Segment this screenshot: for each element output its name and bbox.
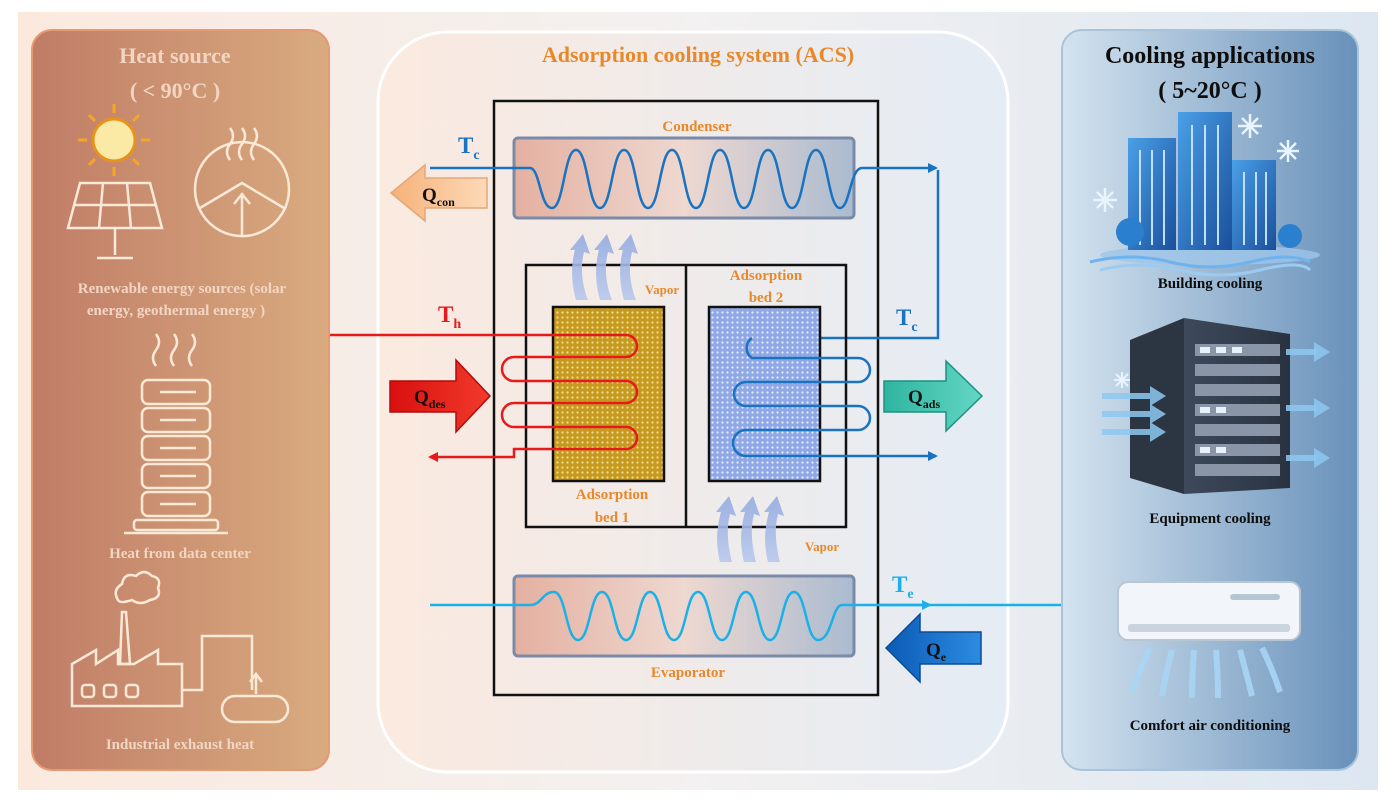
q-con-arrow: Qcon	[389, 163, 488, 223]
svg-text:Qe: Qe	[926, 640, 947, 664]
renewable-label-line2: energy, geothermal energy )	[87, 303, 265, 319]
hot-coil	[330, 333, 639, 462]
tc-right-label: Tc	[896, 305, 918, 335]
air-conditioner-icon	[1117, 581, 1301, 699]
condenser: Condenser	[430, 119, 938, 220]
comfort-ac-label: Comfort air conditioning	[1130, 718, 1291, 734]
q-des-arrow: Qdes	[389, 358, 492, 434]
q-e-arrow: Qe	[884, 612, 982, 684]
sun-icon	[78, 104, 150, 176]
solar-panel-icon	[66, 181, 164, 260]
datacenter-label: Heat from data center	[109, 546, 251, 562]
server-rack-icon	[124, 333, 228, 535]
industrial-label: Industrial exhaust heat	[106, 737, 254, 753]
q-ads-arrow: Qads	[883, 359, 984, 433]
bed1-label-line1: Adsorption	[576, 487, 649, 503]
evaporator-label: Evaporator	[651, 665, 726, 681]
bed1-label-line2: bed 1	[595, 510, 630, 526]
cooling-title: Cooling applications	[1105, 43, 1315, 69]
bed2-label-line2: bed 2	[749, 290, 784, 306]
condenser-label: Condenser	[662, 119, 732, 135]
cooling-applications-panel: Cooling applications ( 5~20°C )	[1061, 29, 1359, 771]
svg-text:Qads: Qads	[908, 387, 940, 411]
cooling-subtitle: ( 5~20°C )	[1158, 78, 1261, 104]
vapor-arrows-top	[570, 234, 638, 300]
vapor-label-bottom: Vapor	[805, 539, 839, 554]
tc-top-label: Tc	[458, 133, 480, 163]
factory-icon	[70, 570, 290, 724]
heat-source-panel: Heat source ( < 90°C )	[31, 29, 330, 771]
cold-coil	[731, 336, 938, 461]
condenser-coil	[430, 148, 938, 210]
buildings-icon	[1089, 112, 1320, 277]
evaporator: Evaporator	[430, 574, 1062, 681]
equipment-cooling-label: Equipment cooling	[1149, 511, 1271, 527]
acs-title: Adsorption cooling system (ACS)	[542, 42, 854, 67]
server-equipment-icon	[1102, 318, 1330, 494]
bed2-label-line1: Adsorption	[730, 268, 803, 284]
adsorption-bed-1: Adsorption bed 1	[330, 305, 666, 526]
renewable-label-line1: Renewable energy sources (solar	[78, 281, 287, 297]
adsorption-bed-2: Adsorption bed 2	[707, 268, 938, 483]
geothermal-icon	[193, 127, 291, 238]
building-cooling-label: Building cooling	[1158, 276, 1263, 292]
vapor-label-top: Vapor	[645, 282, 679, 297]
evaporator-coil	[430, 590, 1062, 642]
svg-text:Qdes: Qdes	[414, 387, 446, 411]
heat-source-title: Heat source	[119, 43, 231, 68]
te-label: Te	[892, 572, 914, 602]
svg-text:Qcon: Qcon	[422, 185, 455, 209]
vapor-arrows-bottom	[716, 496, 784, 562]
th-label: Th	[438, 302, 461, 332]
acs-outer-frame	[492, 99, 880, 697]
heat-source-subtitle: ( < 90°C )	[130, 78, 220, 103]
